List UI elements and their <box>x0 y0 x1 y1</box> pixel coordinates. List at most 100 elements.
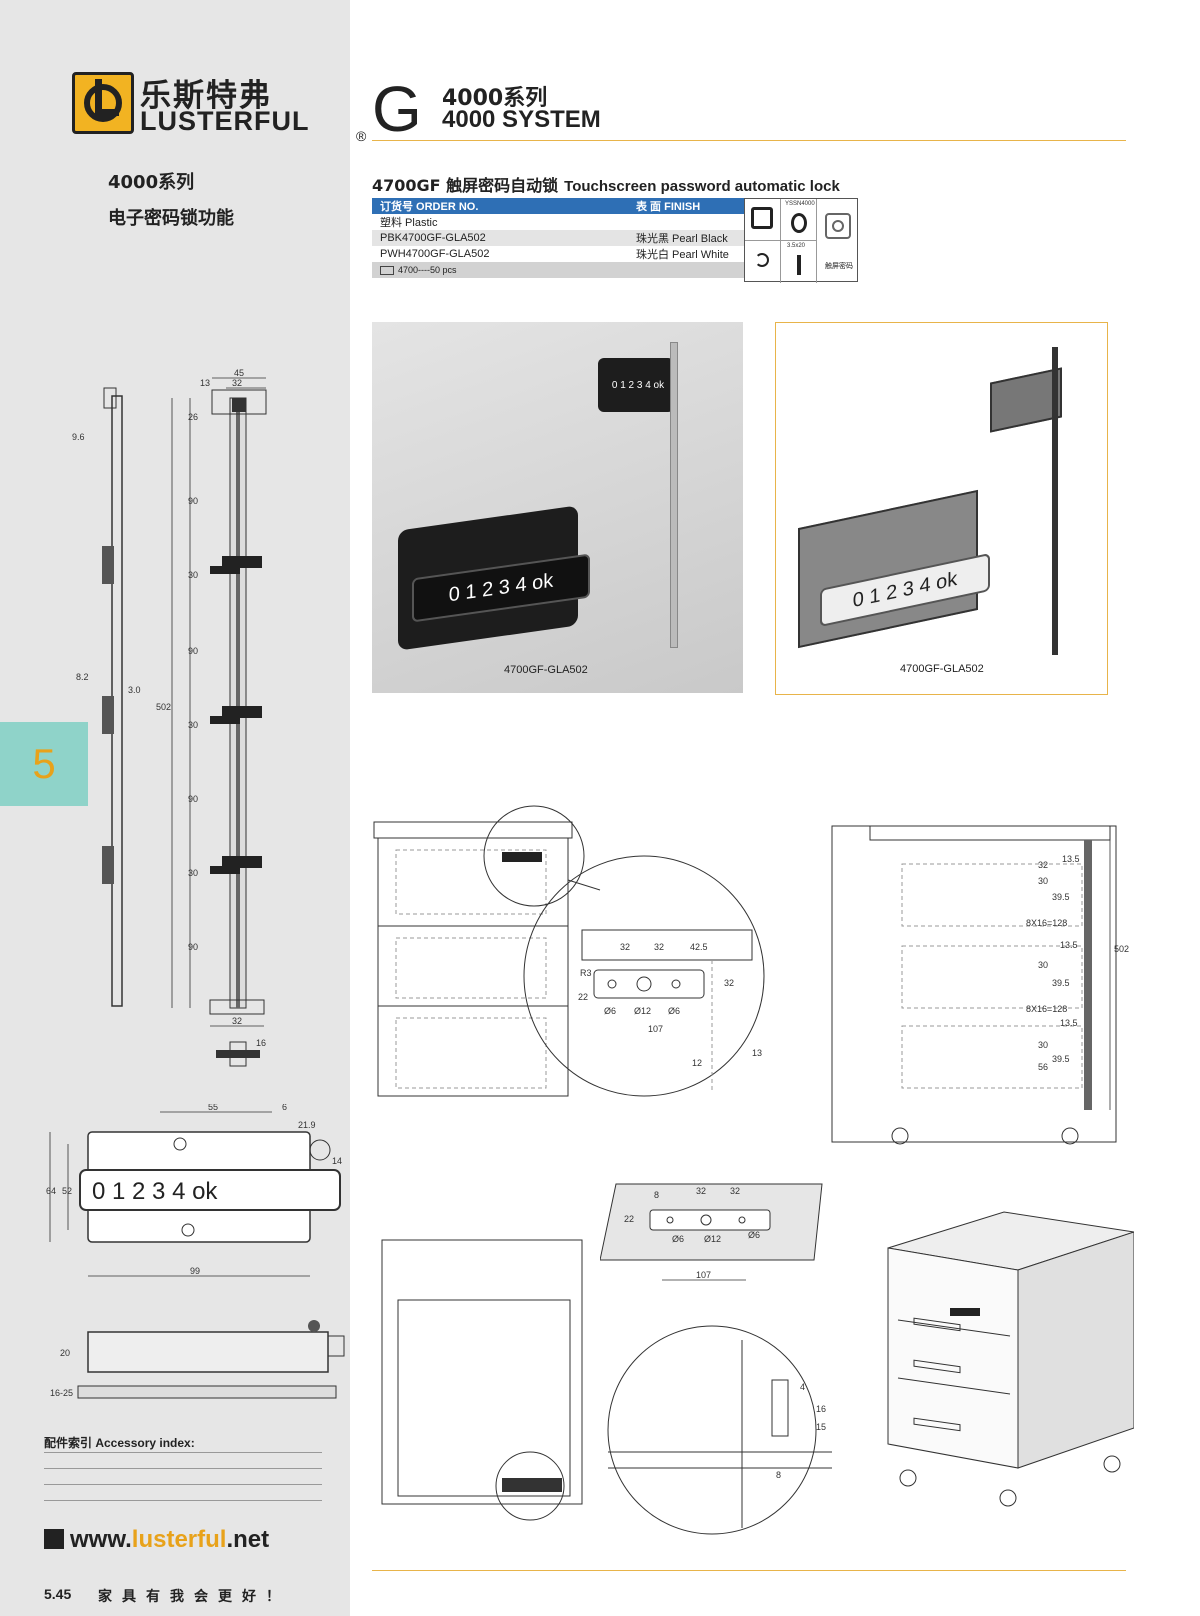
dim-sec-39-5-c: 39.5 <box>1052 1054 1070 1064</box>
sidebar-series-title: 4000系列 <box>108 172 195 193</box>
brand-name-en: LUSTERFUL <box>140 106 310 136</box>
dim-64: 64 <box>46 1186 56 1196</box>
dim-sec-pitch-b: 8X16=128 <box>1026 1004 1067 1014</box>
dim-tpl-d12: Ø12 <box>704 1234 721 1244</box>
dim-top-width: 45 <box>234 368 244 378</box>
dim-detail-15: 15 <box>816 1422 826 1432</box>
dim-16-25: 16-25 <box>50 1388 73 1398</box>
spec-icon-panel: YSSN4000 3.5x20 触屏密码 <box>744 198 858 283</box>
accessory-line-3 <box>44 1484 322 1485</box>
drill-template-drawing: 8 32 32 22 Ø6 Ø12 Ø6 107 <box>600 1183 823 1281</box>
dim-d6-a: Ø6 <box>604 1006 616 1016</box>
dim-tpl-8: 8 <box>654 1190 659 1200</box>
dim-20: 20 <box>60 1348 70 1358</box>
dim-side: 9.6 <box>72 432 85 442</box>
arrow-icon <box>44 1529 64 1549</box>
dim-tpl-22: 22 <box>624 1214 634 1224</box>
dim-32-a: 32 <box>620 942 630 952</box>
photo-small-keypad: 0 1 2 3 4 ok <box>611 380 665 391</box>
dim-13: 13 <box>752 1048 762 1058</box>
dim-sec-502: 502 <box>1114 944 1129 954</box>
brand-name-cn: 乐斯特弗 <box>140 78 272 114</box>
dim-inner: 32 <box>232 378 242 388</box>
dim-12: 12 <box>692 1058 702 1068</box>
dim-detail-4: 4 <box>800 1382 805 1392</box>
dim-d6-b: Ø6 <box>668 1006 680 1016</box>
dim-total: 502 <box>156 702 171 712</box>
brand-logo: 乐斯特弗 LUSTERFUL ® <box>72 70 366 144</box>
dim-107: 107 <box>648 1024 663 1034</box>
dim-tpl-d6-b: Ø6 <box>748 1230 760 1240</box>
dim-tpl-107: 107 <box>696 1270 711 1280</box>
registered-mark: ® <box>356 128 367 144</box>
dim-seg-3: 90 <box>188 794 198 804</box>
dim-gap-a: 8.2 <box>76 672 89 682</box>
accessory-line-2 <box>44 1468 322 1469</box>
dim-latch-2: 30 <box>188 720 198 730</box>
dim-detail-8: 8 <box>776 1470 781 1480</box>
dim-26: 26 <box>188 412 198 422</box>
dim-detail-16: 16 <box>816 1404 826 1414</box>
cabinet-lock-keypad <box>950 1308 980 1316</box>
lock-side-drawing: 20 16-25 <box>50 1320 345 1399</box>
dim-r3: R3 <box>580 968 592 978</box>
dim-offset: 13 <box>200 378 210 388</box>
dim-55: 55 <box>208 1104 218 1112</box>
dim-sec-13-5-b: 13.5 <box>1060 940 1078 950</box>
key-cylinder-icon: YSSN4000 <box>781 199 817 241</box>
page-number: 5.45 <box>44 1586 72 1602</box>
footer-rule <box>372 1570 1126 1571</box>
render-rod <box>1052 347 1058 655</box>
lock-front-drawing: 0 1 2 3 4 ok 55 6 21.9 64 52 14 99 <box>46 1104 342 1277</box>
section-title-cn: 4000系列 <box>442 86 548 111</box>
dim-seg-1: 90 <box>188 496 198 506</box>
website-link[interactable]: www.lusterful.net <box>44 1526 269 1554</box>
dim-sec-13-5-c: 13.5 <box>1060 1018 1078 1028</box>
slogan: 家具有我会更好！ <box>98 1589 290 1605</box>
touch-password-label: 触屏密码 <box>825 263 853 270</box>
lock-body-icon <box>745 199 781 241</box>
photo-rod <box>670 342 678 648</box>
section-title-en: 4000 SYSTEM <box>442 106 601 133</box>
render-caption: 4700GF-GLA502 <box>900 663 984 675</box>
dim-52: 52 <box>62 1186 72 1196</box>
order-table-header: 订货号 ORDER NO. 表 面 FINISH <box>372 198 744 214</box>
photo-caption: 4700GF-GLA502 <box>504 664 588 676</box>
cabinet-3d-render <box>887 1211 1134 1507</box>
order-table: 订货号 ORDER NO. 表 面 FINISH 塑料 Plastic PBK4… <box>372 198 744 278</box>
dim-foot: 16 <box>256 1038 266 1048</box>
dim-sec-56: 56 <box>1038 1062 1048 1072</box>
dim-sec-30-a: 30 <box>1038 876 1048 886</box>
dim-seg-4: 90 <box>188 942 198 952</box>
dim-sec-39-5-b: 39.5 <box>1052 978 1070 988</box>
dim-tpl-32-b: 32 <box>730 1186 740 1196</box>
dim-d12: Ø12 <box>634 1006 651 1016</box>
material-row: 塑料 Plastic <box>380 217 438 229</box>
accessory-line-1 <box>44 1452 322 1453</box>
dim-latch-1: 30 <box>188 570 198 580</box>
cabinet-front-drawing: 32 32 42.5 R3 22 32 Ø6 Ø12 Ø6 107 12 13 <box>373 805 765 1097</box>
packing-row: 4700----50 pcs <box>372 262 744 278</box>
dim-21-9: 21.9 <box>298 1120 316 1130</box>
accessory-line-4 <box>44 1500 322 1501</box>
dim-22: 22 <box>578 992 588 1002</box>
dim-gap-b: 3.0 <box>128 685 141 695</box>
dim-32-b: 32 <box>654 942 664 952</box>
touch-password-icon <box>825 213 851 239</box>
dim-6: 6 <box>282 1104 287 1112</box>
box-icon <box>380 265 394 275</box>
chapter-tab: 5 <box>0 722 88 806</box>
rotate-icon <box>745 241 781 283</box>
dim-tpl-32-a: 32 <box>696 1186 706 1196</box>
accessory-index-label: 配件索引 Accessory index: <box>44 1436 195 1450</box>
table-row: PWH4700GF-GLA502 珠光白 Pearl White <box>380 248 729 261</box>
dim-latch-3: 30 <box>188 868 198 878</box>
screw-icon: 3.5x20 <box>781 241 817 283</box>
dim-bottom-width: 32 <box>232 1016 242 1026</box>
sidebar-feature-title: 电子密码锁功能 <box>108 208 234 229</box>
rod-elevation-drawing: 45 32 13 26 9.6 90 30 90 8.2 3.0 502 30 … <box>72 368 267 1067</box>
dim-tpl-d6-a: Ø6 <box>672 1234 684 1244</box>
front-keypad-digits: 0 1 2 3 4 ok <box>92 1178 218 1205</box>
brand-logo-icon <box>72 72 134 134</box>
dim-sec-30-b: 30 <box>1038 960 1048 970</box>
